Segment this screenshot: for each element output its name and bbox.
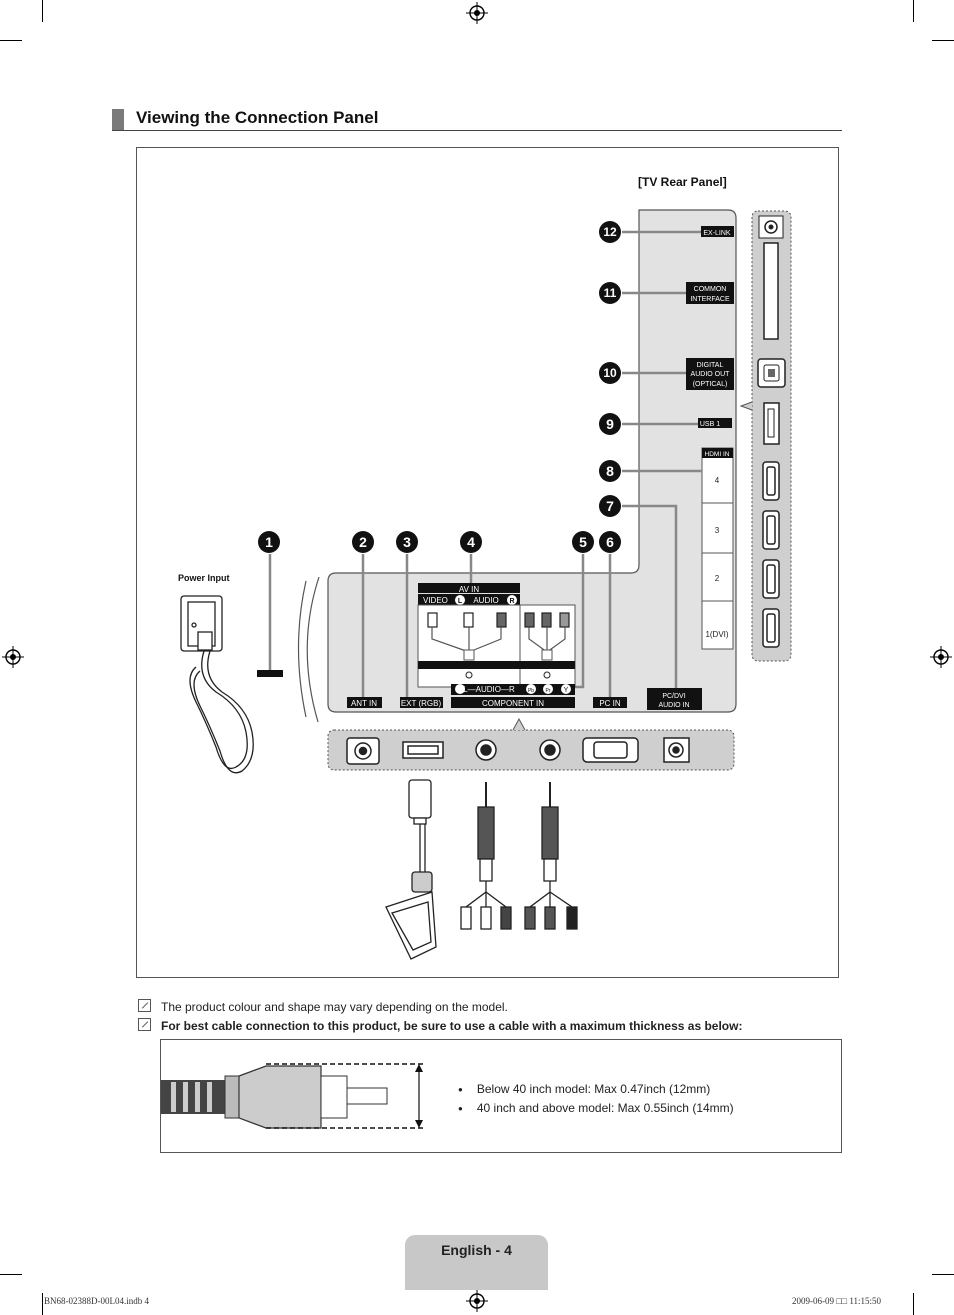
ex-link-label-box <box>701 226 734 237</box>
pc-dvi-label: AUDIO IN <box>658 702 689 709</box>
component-audio-label: L—AUDIO—R <box>463 685 515 694</box>
av-in-label: AV IN <box>459 585 480 594</box>
cable-limit-item: 40 inch and above model: Max 0.55inch (1… <box>458 1099 734 1118</box>
registration-mark-icon <box>466 1290 488 1312</box>
callout-6: 6 <box>599 531 621 553</box>
hdmi-3-label: 3 <box>715 526 720 535</box>
power-input-label: Power Input <box>178 573 230 583</box>
usb-label-box <box>698 418 732 428</box>
component-cable-illustration <box>524 782 578 930</box>
digital-audio-label: DIGITAL <box>697 362 724 369</box>
section-divider <box>112 130 842 131</box>
page-number-tab <box>405 1235 548 1290</box>
callout-9: 9 <box>599 413 621 435</box>
cable-limit-list: Below 40 inch model: Max 0.47inch (12mm)… <box>458 1080 734 1118</box>
hdmi-in-label: HDMI IN <box>705 451 730 458</box>
hdmi-ports <box>762 461 780 648</box>
cable-thickness-illustration <box>161 1063 426 1129</box>
power-input-illustration <box>180 595 254 774</box>
callout-11: 11 <box>599 282 621 304</box>
bottom-strip-pointer <box>512 717 526 731</box>
ant-in-label-box <box>347 697 382 708</box>
audio-right-label: R <box>509 598 514 605</box>
callout-4: 4 <box>460 531 482 553</box>
note-cable-thickness: For best cable connection to this produc… <box>138 1018 742 1033</box>
note-icon <box>138 999 151 1012</box>
scart-cable-illustration <box>385 779 437 960</box>
print-timestamp: 2009-06-09 □□ 11:15:50 <box>792 1296 882 1306</box>
note-colour-shape: The product colour and shape may vary de… <box>138 999 508 1014</box>
callout-1: 1 <box>258 531 280 553</box>
cable-limit-item: Below 40 inch model: Max 0.47inch (12mm) <box>458 1080 734 1099</box>
callout-3: 3 <box>396 531 418 553</box>
pc-dvi-label: PC/DVI <box>662 693 685 700</box>
section-marker <box>112 109 124 131</box>
digital-audio-label-box <box>686 358 734 390</box>
crop-mark <box>42 0 43 22</box>
registration-mark-icon <box>2 646 24 668</box>
audio-label: AUDIO <box>473 596 498 605</box>
common-interface-label-box <box>686 282 734 304</box>
page-number: English - 4 <box>441 1242 512 1258</box>
digital-audio-label: AUDIO OUT <box>691 371 731 378</box>
video-label: VIDEO <box>423 596 448 605</box>
hdmi-1-label: 1(DVI) <box>705 630 728 639</box>
callout-10: 10 <box>599 362 621 384</box>
pr-label: Pr <box>546 688 551 694</box>
callout-8: 8 <box>599 460 621 482</box>
note-text: The product colour and shape may vary de… <box>161 1000 508 1014</box>
component-in-label: COMPONENT IN <box>482 699 544 708</box>
panel-label: [TV Rear Panel] <box>638 175 727 189</box>
registration-mark-icon <box>466 2 488 24</box>
bottom-ports <box>346 737 690 765</box>
common-interface-slot <box>763 242 779 340</box>
common-interface-label: INTERFACE <box>690 296 730 303</box>
callout-5: 5 <box>572 531 594 553</box>
av-in-subheader <box>418 594 520 605</box>
ext-rgb-label: EXT (RGB) <box>401 699 442 708</box>
audio-left-label: L <box>458 598 463 605</box>
registration-mark-icon <box>930 646 952 668</box>
body-curve <box>306 576 320 723</box>
component-audio-header <box>451 684 575 695</box>
hdmi-2-label: 2 <box>715 574 720 583</box>
crop-mark <box>42 1293 43 1315</box>
section-title: Viewing the Connection Panel <box>136 108 379 127</box>
pb-label: Pb <box>528 688 534 694</box>
pc-in-label: PC IN <box>599 699 621 708</box>
callout-7: 7 <box>599 495 621 517</box>
cable-thickness-box <box>160 1039 842 1153</box>
callout-12: 12 <box>599 221 621 243</box>
common-interface-label: COMMON <box>694 286 727 293</box>
side-strip-pointer <box>739 401 753 411</box>
pc-dvi-label-box <box>647 688 702 710</box>
av-in-header <box>418 583 520 593</box>
av-cable-illustration <box>460 782 512 930</box>
hdmi-4-label: 4 <box>715 476 720 485</box>
component-in-label-box <box>451 697 575 708</box>
note-icon <box>138 1018 151 1031</box>
ant-in-label: ANT IN <box>351 699 377 708</box>
callout-2: 2 <box>352 531 374 553</box>
hdmi-number-column <box>701 447 734 650</box>
crop-mark <box>0 40 22 41</box>
usb-label: USB 1 <box>700 421 720 428</box>
crop-mark <box>913 0 914 22</box>
ext-rgb-label-box <box>400 697 443 708</box>
crop-mark <box>932 40 954 41</box>
ex-link-label: EX-LINK <box>703 230 731 237</box>
crop-mark <box>932 1274 954 1275</box>
file-name: BN68-02388D-00L04.indb 4 <box>44 1296 149 1306</box>
note-text: For best cable connection to this produc… <box>161 1019 743 1033</box>
crop-mark <box>0 1274 22 1275</box>
digital-audio-label: (OPTICAL) <box>693 381 728 388</box>
connection-diagram-frame <box>136 147 839 978</box>
crop-mark <box>913 1293 914 1315</box>
power-button-mark <box>257 670 283 677</box>
connection-panel-diagram: [TV Rear Panel] Power Input EX-LINK COMM… <box>178 175 792 960</box>
y-label: Y <box>564 687 569 694</box>
body-curve <box>297 580 307 718</box>
pc-in-label-box <box>593 697 627 708</box>
